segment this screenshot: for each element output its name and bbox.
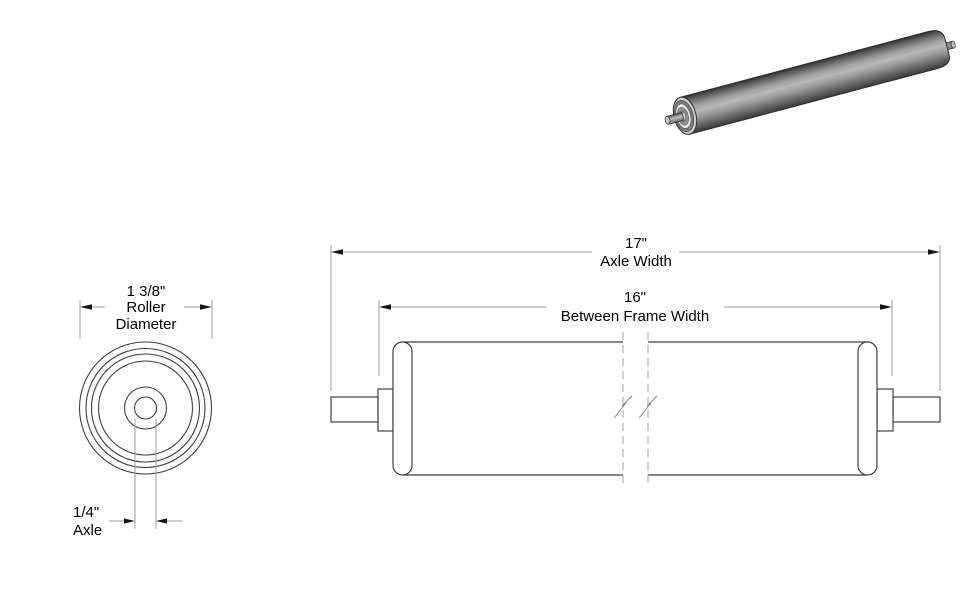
left-bearing-step (377, 388, 394, 432)
side-view-roller (330, 332, 941, 486)
end-view-circles (78, 341, 213, 475)
roller-3d-far-axle-tip (950, 40, 956, 49)
right-bearing-step (876, 388, 894, 432)
arrowhead-left (331, 249, 343, 255)
bearing-housing-circle (123, 386, 168, 430)
axle-diameter-label: Axle (73, 522, 102, 539)
roller-body-left-outline (403, 341, 623, 476)
roller-3d-body (678, 30, 950, 135)
break-symbol-left (613, 395, 633, 419)
axle-diameter-dimension: 1/4" Axle (73, 419, 182, 539)
roller-body-right-fill (648, 342, 870, 475)
left-axle-stub (330, 396, 379, 423)
roller-wall-circle-2 (85, 347, 206, 469)
roller-3d-image (664, 30, 956, 135)
roller-diameter-dimension: 1 3/8" Roller Diameter (79, 283, 213, 339)
axle-width-value: 17" (625, 235, 647, 252)
right-axle-stub (892, 396, 941, 423)
arrowhead-right (880, 304, 892, 310)
roller-diameter-value: 1 3/8" (127, 283, 166, 300)
break-symbol-right (638, 395, 658, 419)
axle-width-label: Axle Width (600, 253, 672, 270)
roller-outer-circle (78, 341, 213, 475)
roller-diameter-label-line2: Diameter (116, 316, 177, 333)
roller-body-left-fill (403, 342, 623, 475)
arrowhead-right (200, 304, 212, 310)
arrowhead-left (80, 304, 92, 310)
arrowhead-right (928, 249, 940, 255)
end-view: 1 3/8" Roller Diameter 1/4" Axle (73, 283, 213, 539)
arrowhead-left (124, 518, 135, 524)
side-view: 17" Axle Width 16" Between Frame Width (330, 235, 941, 486)
arrowhead-left (379, 304, 391, 310)
axle-hole-circle (133, 396, 158, 420)
between-frame-width-label: Between Frame Width (561, 308, 709, 325)
roller-3d-axle-stub-tip (664, 116, 671, 125)
roller-wall-circle-3 (90, 353, 201, 463)
roller-diameter-label-line1: Roller (126, 299, 165, 316)
left-end-cap (392, 341, 413, 476)
right-end-cap (857, 341, 878, 476)
axle-diameter-value: 1/4" (73, 504, 99, 521)
axle-width-dimension: 17" Axle Width (330, 235, 941, 391)
arrowhead-right (156, 518, 167, 524)
roller-body-right-outline (648, 341, 868, 476)
roller-inner-wall-circle (97, 360, 194, 456)
between-frame-width-value: 16" (624, 289, 646, 306)
between-frame-width-dimension: 16" Between Frame Width (378, 289, 893, 376)
